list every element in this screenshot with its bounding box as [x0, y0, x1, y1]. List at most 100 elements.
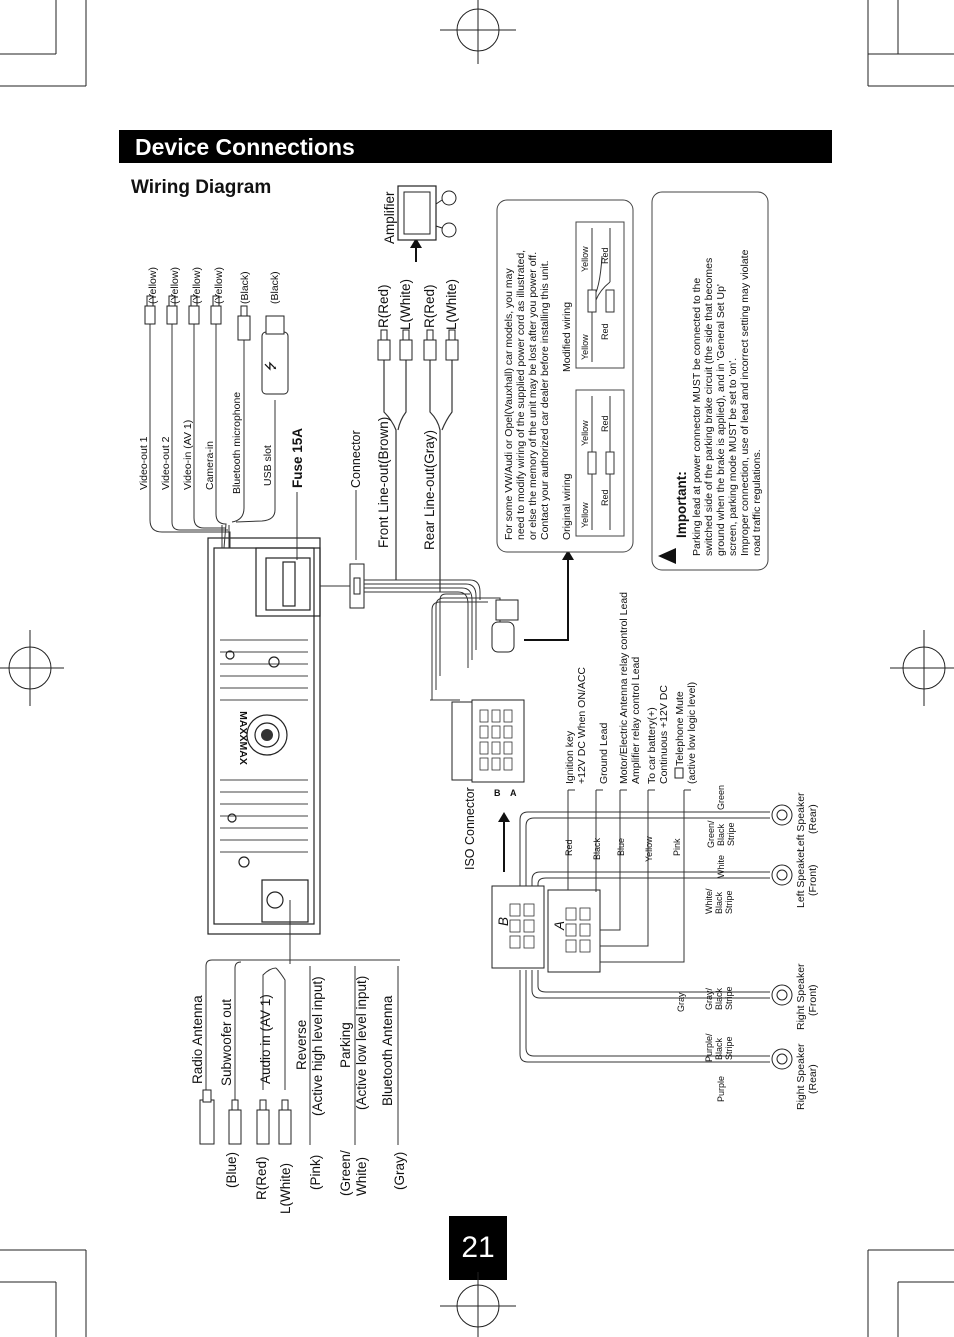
- fuse-label: Fuse 15A: [290, 428, 305, 488]
- label-camera-in: Camera-in: [204, 441, 216, 490]
- note-line-2: need to modify wiring of the supplied po…: [515, 250, 527, 540]
- page-number: 21: [449, 1216, 507, 1280]
- left-harness-labels: Radio Antenna Subwoofer out Audio in (AV…: [190, 976, 407, 1214]
- audio-in-color: L(White): [278, 1163, 293, 1214]
- important-box: ! Important: Parking lead at power conne…: [651, 191, 769, 571]
- important-line-2: switched side of the parking brake circu…: [703, 258, 715, 556]
- amplifier-label: Amplifier: [382, 191, 397, 244]
- section-title: Device Connections: [119, 130, 832, 163]
- spk-rf-name-2: (Front): [807, 985, 819, 1017]
- spk-lr-stripe-1: Green/: [706, 820, 716, 848]
- important-line-4: screen, parking mode MUST be set to 'on'…: [727, 358, 739, 556]
- iso-wires-a: [567, 789, 691, 963]
- iso-letter-a-car: A: [552, 921, 567, 931]
- spk-lr-stripe-3: Stripe: [726, 822, 736, 846]
- spk-lf-stripe-2: Black: [714, 891, 724, 914]
- front-line-out-label: Front Line-out(Brown): [376, 417, 391, 548]
- iso-wire-black-desc: Ground Lead: [598, 723, 610, 784]
- radio-antenna-color: (Blue): [224, 1152, 239, 1188]
- modified-wiring-title: Modified wiring: [561, 302, 573, 372]
- important-line-3: ground when the brake is applied), and i…: [715, 284, 727, 556]
- spk-lr-name-1: Left Speaker: [795, 792, 807, 852]
- important-line-6: road traffic regulations.: [751, 449, 763, 556]
- spk-rr-stripe-3: Stripe: [724, 1036, 734, 1060]
- line-out-labels: Front Line-out(Brown) Rear Line-out(Gray…: [376, 191, 459, 550]
- spk-lr-stripe-2: Black: [716, 823, 726, 846]
- spk-rr-stripe-1: Purple/: [704, 1033, 714, 1062]
- iso-wire-yellow-desc-1: To car battery(+): [646, 707, 658, 784]
- spk-rf-stripe-1: Gray/: [704, 987, 714, 1010]
- mod-red-2: Red: [600, 247, 610, 264]
- spk-rf-stripe-3: Stripe: [724, 986, 734, 1010]
- iso-wire-red-color: Red: [564, 839, 574, 856]
- amplifier-icon: [397, 185, 457, 262]
- front-l-plug: L(White): [398, 279, 413, 330]
- spk-lr-plain: Green: [716, 785, 726, 810]
- spk-lf-name-1: Left Speaker: [795, 848, 807, 908]
- parking-color-2: White): [354, 1157, 369, 1196]
- parking-sub-label: (Active low level input): [354, 976, 369, 1110]
- left-harness: [199, 900, 400, 1145]
- note-line-4: Contact your authorized car dealer befor…: [539, 260, 551, 540]
- radio-antenna-label: Radio Antenna: [190, 995, 205, 1084]
- speaker-icons: [771, 804, 793, 1070]
- top-av-wires: [149, 324, 276, 549]
- iso-wire-pink-desc-2: (active low logic level): [686, 682, 698, 784]
- rear-line-out-label: Rear Line-out(Gray): [422, 430, 437, 550]
- audio-in-label: Audio in (AV 1): [258, 994, 273, 1084]
- spk-rr-name-1: Right Speaker: [795, 1043, 807, 1110]
- unit-logo: MAXXMAX: [237, 711, 249, 765]
- usb-connector: ⭍: [261, 315, 289, 395]
- parking-color-1: (Green/: [338, 1150, 353, 1196]
- color-video-out-2: (Yellow): [169, 267, 181, 304]
- important-line-5: Improper connection, use of lead and inc…: [739, 249, 751, 556]
- usb-icon: ⭍: [264, 360, 278, 371]
- important-title: Important:: [674, 471, 689, 538]
- orig-red-2: Red: [600, 415, 610, 432]
- iso-wire-blue-color: Blue: [616, 838, 626, 856]
- orig-yellow-1: Yellow: [580, 502, 590, 528]
- spk-rr-stripe-2: Black: [714, 1037, 724, 1060]
- color-video-out-1: (Yellow): [147, 267, 159, 304]
- reverse-label: Reverse: [294, 1020, 309, 1070]
- orig-yellow-2: Yellow: [580, 420, 590, 446]
- top-av-labels: Video-out 1 Video-out 2 Video-in (AV 1) …: [138, 267, 363, 560]
- diagram-title: Wiring Diagram: [131, 177, 272, 198]
- iso-wire-pink-color: Pink: [672, 838, 682, 856]
- iso-letter-b-car: B: [496, 917, 511, 926]
- iso-wire-blue-desc-2: Amplifier relay control Lead: [630, 657, 642, 784]
- spk-rr-name-2: (Rear): [807, 1064, 819, 1094]
- mod-yellow-1: Yellow: [580, 334, 590, 360]
- iso-connector-unit: B A: [430, 550, 574, 798]
- iso-wire-yellow-desc-2: Continuous +12V DC: [658, 685, 670, 784]
- speaker-wires: [519, 811, 770, 1063]
- head-unit: MAXXMAX: [207, 537, 321, 935]
- iso-letter-b-unit: B: [494, 788, 501, 798]
- line-out-harness: [320, 329, 519, 700]
- rear-l-plug: L(White): [444, 279, 459, 330]
- bluetooth-antenna-color: (Gray): [392, 1152, 407, 1190]
- bluetooth-antenna-label: Bluetooth Antenna: [380, 995, 395, 1106]
- original-wiring-title: Original wiring: [561, 473, 573, 540]
- iso-wire-blue-desc-1: Motor/Electric Antenna relay control Lea…: [618, 592, 630, 784]
- note-box: For some VW/Audi or Opel(Vauxhall) car m…: [496, 199, 634, 553]
- color-bluetooth-microphone: (Black): [239, 271, 251, 304]
- spk-rf-plain: Gray: [676, 992, 686, 1012]
- reverse-color: (Pink): [308, 1155, 323, 1190]
- iso-wire-labels: Red Black Blue Yellow Pink Ignition key …: [564, 592, 698, 862]
- note-line-3: or else the memory of the unit may be lo…: [527, 252, 539, 540]
- note-line-1: For some VW/Audi or Opel(Vauxhall) car m…: [503, 268, 515, 540]
- color-usb-slot: (Black): [269, 271, 281, 304]
- label-usb-slot: USB slot: [262, 445, 274, 486]
- spk-rr-plain: Purple: [716, 1076, 726, 1102]
- spk-lf-stripe-1: White/: [704, 888, 714, 914]
- mod-red-1: Red: [600, 323, 610, 340]
- spk-rf-name-1: Right Speaker: [795, 963, 807, 1030]
- iso-connector-car: ISO Connector B A: [463, 787, 601, 973]
- connector-label: Connector: [349, 430, 363, 488]
- warning-icon: !: [658, 548, 677, 564]
- mod-yellow-2: Yellow: [580, 246, 590, 272]
- spk-rf-stripe-2: Black: [714, 987, 724, 1010]
